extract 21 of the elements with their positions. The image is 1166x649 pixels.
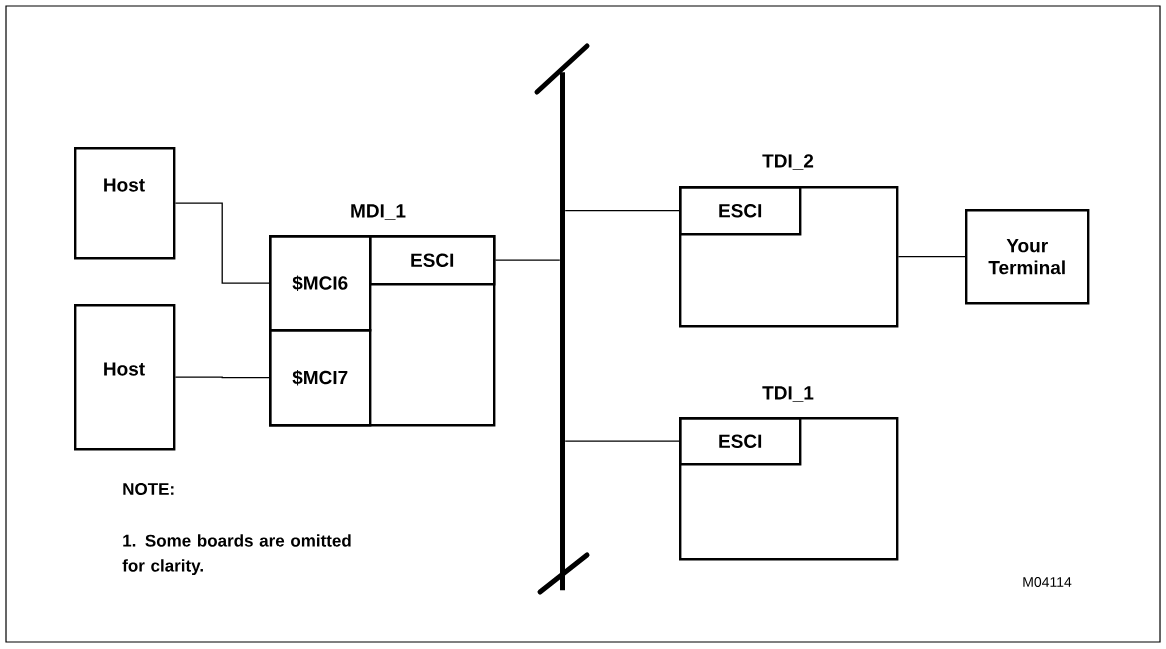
note-text: 1. Some boards are omitted for clarity. bbox=[122, 534, 351, 576]
port-box: ESCI bbox=[369, 235, 496, 286]
connector-line bbox=[174, 376, 270, 379]
connector-line bbox=[494, 259, 561, 261]
node-label: TDI_2 bbox=[762, 154, 814, 170]
connector-line bbox=[564, 440, 680, 442]
note-heading: NOTE: bbox=[123, 483, 174, 496]
host-box: Host bbox=[74, 147, 176, 260]
figure-id: M04114 bbox=[1023, 577, 1072, 587]
bus-drawing bbox=[534, 43, 590, 595]
terminal-box: Your Terminal bbox=[965, 209, 1090, 305]
port-box: $MCI7 bbox=[269, 329, 372, 427]
port-box: ESCI bbox=[679, 186, 802, 236]
port-box: $MCI6 bbox=[269, 235, 372, 332]
connector-line bbox=[564, 210, 680, 212]
connector-line bbox=[897, 256, 966, 258]
host-box: Host bbox=[74, 304, 176, 451]
port-box: ESCI bbox=[679, 417, 802, 466]
node-label: TDI_1 bbox=[762, 386, 814, 402]
connector-line bbox=[174, 202, 270, 284]
node-label: MDI_1 bbox=[351, 204, 406, 220]
